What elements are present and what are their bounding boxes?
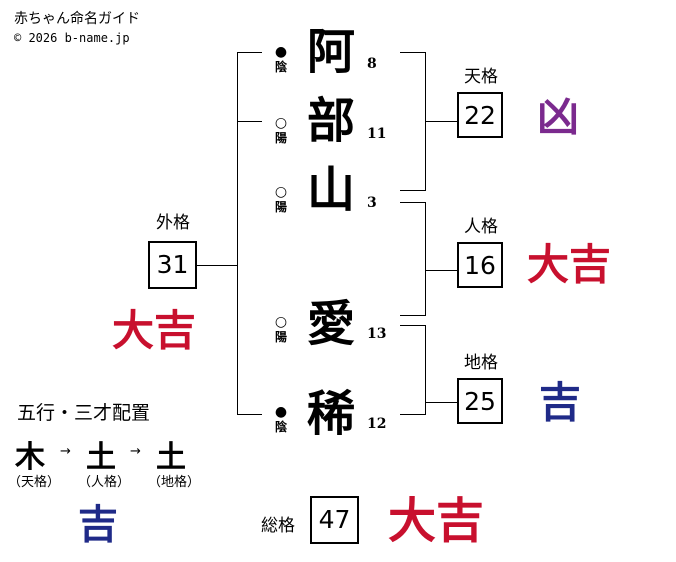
chi-fortune: 吉 xyxy=(539,378,582,427)
stroke-count: 13 xyxy=(367,326,387,342)
stroke-count: 11 xyxy=(367,126,387,142)
yang-icon: ○ xyxy=(274,115,288,131)
yang-icon: ○ xyxy=(274,314,288,330)
yinyang-label: 陽 xyxy=(274,131,287,145)
stroke-count: 3 xyxy=(367,195,377,211)
bracket-tick xyxy=(237,414,262,415)
name-char: 山 xyxy=(306,162,355,218)
jin-label: 人格 xyxy=(464,217,498,237)
jin-connector xyxy=(425,270,457,271)
bracket-tick xyxy=(237,52,262,53)
yinyang-mark: ●陰 xyxy=(271,405,291,435)
gogyo-element: 土 xyxy=(86,440,116,475)
yinyang-label: 陽 xyxy=(274,200,287,214)
ten-fortune: 凶 xyxy=(537,92,580,141)
arrow-icon: → xyxy=(130,444,141,459)
bracket-tick xyxy=(400,190,425,191)
name-char: 阿 xyxy=(306,24,355,80)
jin-fortune: 大吉 xyxy=(527,240,612,289)
gogyo-label: （地格） xyxy=(148,475,201,490)
gai-fortune: 大吉 xyxy=(112,306,197,355)
bracket-tick xyxy=(400,325,425,326)
bracket-tick xyxy=(400,52,425,53)
yinyang-label: 陰 xyxy=(274,420,287,434)
jin-value: 16 xyxy=(457,242,503,288)
yinyang-mark: ○陽 xyxy=(271,185,291,215)
name-char: 部 xyxy=(306,93,355,149)
yinyang-mark: ○陽 xyxy=(271,116,291,146)
yang-icon: ○ xyxy=(274,184,288,200)
arrow-icon: → xyxy=(60,444,71,459)
bracket-tick xyxy=(237,121,262,122)
yinyang-label: 陰 xyxy=(274,60,287,74)
yin-icon: ● xyxy=(274,44,288,60)
yinyang-label: 陽 xyxy=(274,330,287,344)
gogyo-fortune: 吉 xyxy=(78,501,118,548)
so-label: 総格 xyxy=(261,516,295,536)
gogyo-title: 五行・三才配置 xyxy=(17,402,151,424)
ten-connector xyxy=(425,121,457,122)
stroke-count: 12 xyxy=(367,416,387,432)
so-value: 47 xyxy=(310,496,359,544)
gogyo-element: 土 xyxy=(156,440,186,475)
gai-label: 外格 xyxy=(156,213,190,233)
gogyo-element: 木 xyxy=(15,440,45,475)
chi-value: 25 xyxy=(457,378,503,424)
jin-bracket xyxy=(425,202,426,316)
yinyang-mark: ○陽 xyxy=(271,315,291,345)
ten-value: 22 xyxy=(457,92,503,138)
yinyang-mark: ●陰 xyxy=(271,45,291,75)
gogyo-label: （天格） xyxy=(8,475,61,490)
name-char: 愛 xyxy=(306,296,355,352)
bracket-tick xyxy=(400,414,425,415)
so-fortune: 大吉 xyxy=(388,493,485,549)
gai-value: 31 xyxy=(148,241,197,289)
bracket-tick xyxy=(400,202,425,203)
chi-bracket xyxy=(425,325,426,415)
stroke-count: 8 xyxy=(367,56,377,72)
ten-label: 天格 xyxy=(464,67,498,87)
chi-label: 地格 xyxy=(464,353,498,373)
gogyo-label: （人格） xyxy=(78,475,131,490)
bracket-tick xyxy=(400,315,425,316)
gai-connector xyxy=(197,265,237,266)
yin-icon: ● xyxy=(274,404,288,420)
copyright: © 2026 b-name.jp xyxy=(14,31,130,45)
app-title: 赤ちゃん命名ガイド xyxy=(14,11,140,27)
chi-connector xyxy=(425,402,457,403)
name-char: 稀 xyxy=(306,386,355,442)
outer-bracket xyxy=(237,52,238,415)
